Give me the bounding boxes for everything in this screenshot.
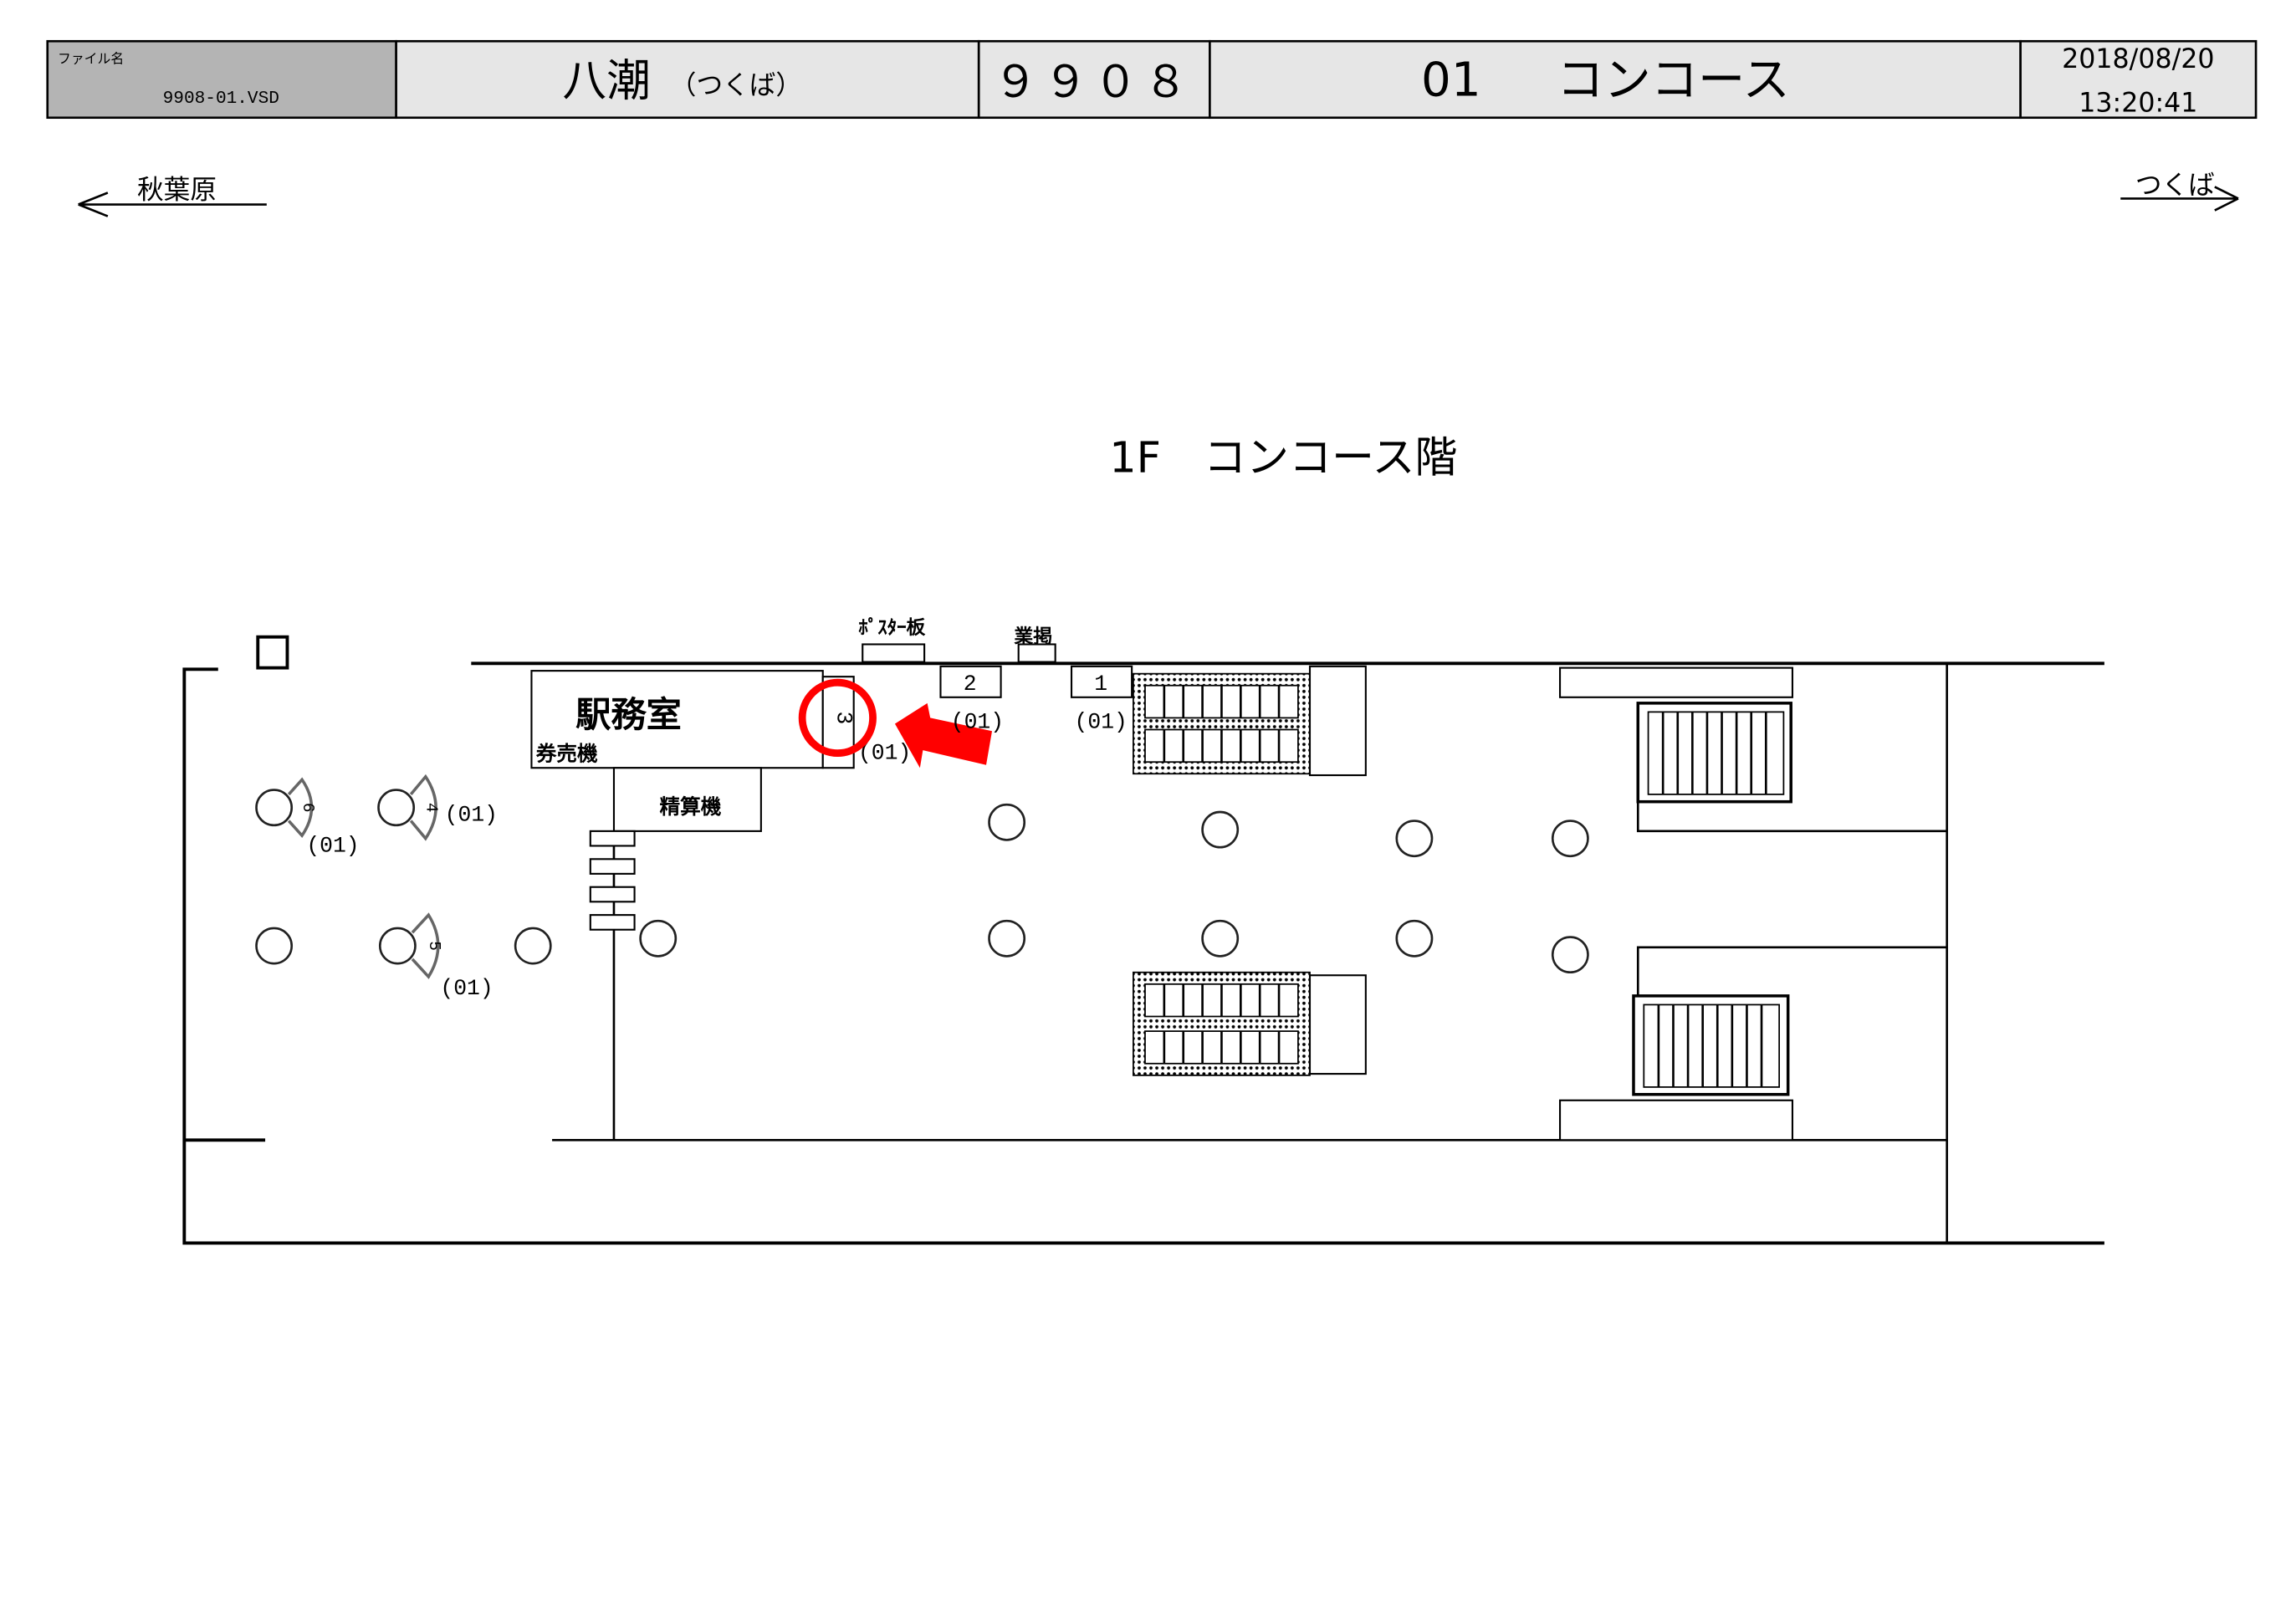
direction-right: つくば	[2120, 171, 2239, 212]
board-5-code: (01)	[440, 976, 493, 1001]
direction-right-label: つくば	[2135, 171, 2215, 201]
poster-board-label: ﾎﾟｽﾀｰ板	[858, 616, 925, 639]
board-4-number: 4	[422, 803, 441, 813]
board-4-code: (01)	[445, 803, 498, 828]
board-5-number: 5	[425, 941, 443, 951]
board-2-code: (01)	[951, 710, 1004, 735]
fare-adjustment-label: 精算機	[660, 794, 722, 819]
station-name: 八潮	[562, 55, 651, 106]
board-6-code: (01)	[306, 833, 359, 858]
escalator-upper	[1558, 666, 1947, 833]
notice-board	[1017, 643, 1056, 663]
escalator-lower	[1558, 946, 1947, 1141]
direction-left: 秋葉原	[78, 175, 267, 217]
stairs-lower	[1133, 971, 1367, 1076]
highlight-circle	[798, 678, 877, 758]
board-1-code: (01)	[1075, 710, 1128, 735]
board-5[interactable]: 5 (01)	[411, 912, 493, 1001]
board-4[interactable]: 4 (01)	[409, 774, 498, 841]
board-1-number: 1	[1094, 672, 1107, 697]
board-1[interactable]: 1 (01)	[1070, 665, 1133, 735]
header-bar: ファイル名 9908-01.VSD 八潮 （つくば） ９９０８ 01 コンコース…	[46, 39, 2258, 120]
date: 2018/08/20	[2062, 44, 2214, 74]
plan-title: 1F コンコース階	[1109, 434, 1457, 483]
floor-code: 01	[1421, 53, 1481, 107]
ticket-machine-label: 券売機	[536, 741, 598, 765]
direction-left-label: 秋葉原	[137, 175, 217, 205]
board-6[interactable]: 6 (01)	[287, 777, 360, 858]
time: 13:20:41	[2079, 89, 2197, 119]
pillar-marker	[256, 635, 289, 670]
arrow-right-icon	[2120, 186, 2239, 212]
board-3-code: (01)	[858, 741, 911, 766]
highlight-arrow-icon	[894, 702, 993, 769]
board-3-number: 3	[831, 712, 856, 725]
board-6-number: 6	[299, 803, 317, 813]
floor-name: コンコース	[1557, 53, 1790, 107]
station-code: ９９０８	[994, 57, 1194, 108]
stairs-upper	[1133, 665, 1367, 777]
board-2[interactable]: 2 (01)	[939, 665, 1004, 735]
fare-adjustment-machine	[612, 767, 762, 832]
gates	[589, 830, 636, 931]
arrow-left-icon	[78, 192, 267, 217]
station-direction: （つくば）	[670, 71, 802, 101]
file-label: ファイル名	[58, 51, 124, 67]
poster-board	[862, 643, 926, 663]
notice-board-label: 業掲	[1014, 626, 1052, 648]
columns	[255, 789, 1589, 974]
station-office-label: 駅務室	[575, 694, 682, 735]
board-2-number: 2	[964, 672, 977, 697]
station-office	[530, 670, 824, 769]
file-name: 9908-01.VSD	[163, 89, 279, 109]
